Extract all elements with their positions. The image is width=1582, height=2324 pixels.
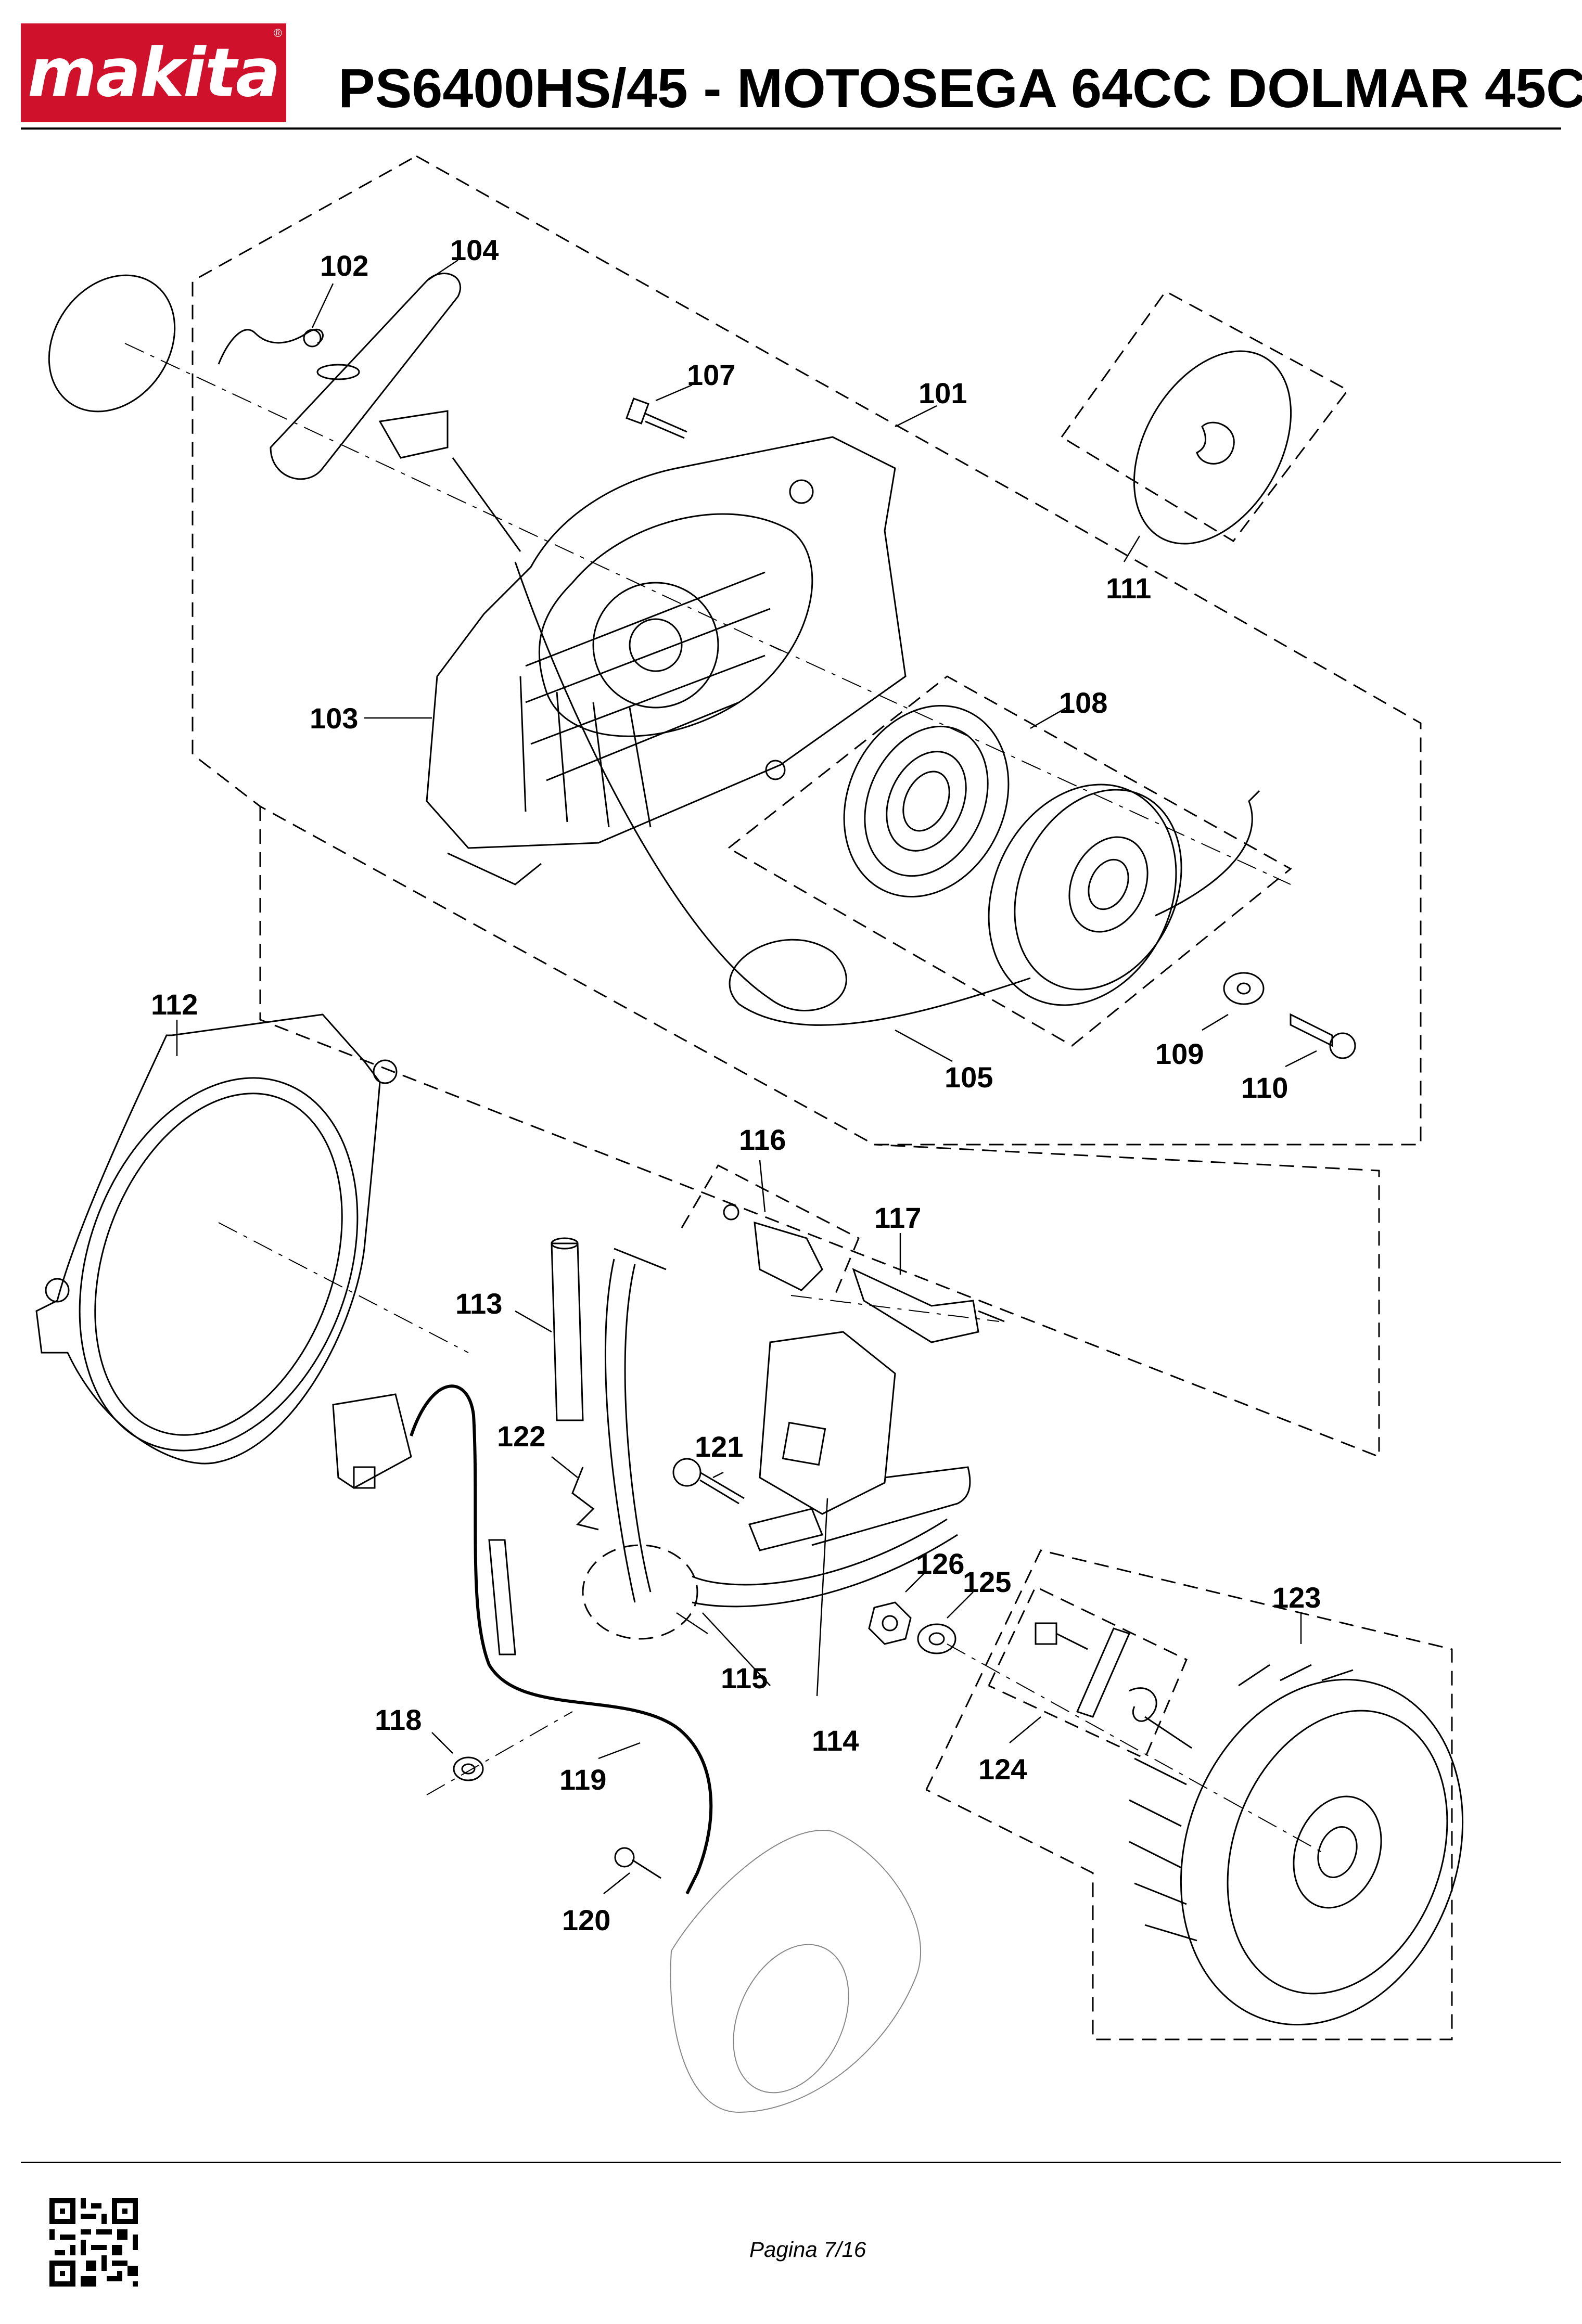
axis-lines bbox=[124, 343, 1322, 1853]
part-label-113: 113 bbox=[455, 1287, 502, 1320]
flywheel-nut-drawing bbox=[868, 1601, 912, 1645]
washer-drawing bbox=[1223, 972, 1265, 1005]
part-label-123: 123 bbox=[1272, 1581, 1321, 1614]
part-label-101: 101 bbox=[918, 377, 967, 409]
starter-grip-drawing bbox=[270, 273, 521, 552]
module-screw-drawing bbox=[672, 1458, 745, 1505]
cover-disc-drawing bbox=[1133, 350, 1292, 545]
part-label-102: 102 bbox=[320, 249, 368, 282]
housing-screw-drawing bbox=[626, 397, 687, 439]
pulley-group-boundary bbox=[728, 675, 1292, 1047]
disc-group-boundary bbox=[1061, 290, 1349, 542]
part-label-126: 126 bbox=[916, 1547, 964, 1580]
part-label-105: 105 bbox=[945, 1061, 993, 1094]
plug-group-boundary bbox=[681, 1164, 860, 1301]
clip-drawing bbox=[571, 1467, 599, 1531]
ignition-cable-drawing bbox=[604, 1248, 667, 1603]
wire-sleeve-drawing bbox=[488, 1539, 516, 1655]
pawl-assembly-drawing bbox=[1035, 1622, 1157, 1722]
part-label-112: 112 bbox=[151, 988, 198, 1021]
part-label-110: 110 bbox=[1241, 1071, 1288, 1104]
o-ring-drawing bbox=[48, 274, 176, 413]
part-label-111: 111 bbox=[1106, 572, 1151, 605]
part-label-120: 120 bbox=[562, 1904, 610, 1936]
ignition-detail-circle bbox=[582, 1544, 698, 1640]
starter-housing-drawing bbox=[426, 436, 907, 885]
part-labels: 101 102 103 104 105 107 108 109 110 111 … bbox=[151, 234, 1321, 1936]
part-label-107: 107 bbox=[687, 358, 735, 391]
rope-knot-drawing bbox=[218, 328, 324, 365]
rope-pulley-drawing bbox=[988, 784, 1182, 1006]
ground-screw-drawing bbox=[614, 1847, 661, 1879]
part-label-115: 115 bbox=[721, 1662, 768, 1694]
spark-plug-cap-drawing bbox=[723, 1204, 823, 1291]
starter-rope-drawing bbox=[514, 561, 1260, 1026]
header-divider bbox=[21, 127, 1561, 130]
spring-washer-drawing bbox=[917, 1623, 956, 1654]
crankcase-outline bbox=[670, 1830, 922, 2113]
short-circuit-wire-drawing bbox=[410, 1384, 713, 1895]
lower-group-boundary bbox=[259, 806, 1380, 1458]
part-label-108: 108 bbox=[1059, 686, 1107, 719]
grommet-drawing bbox=[453, 1756, 484, 1781]
footer-divider bbox=[21, 2162, 1561, 2163]
qr-code-icon bbox=[49, 2198, 138, 2287]
part-label-116: 116 bbox=[739, 1123, 786, 1156]
hose-drawing bbox=[551, 1237, 584, 1421]
part-label-118: 118 bbox=[375, 1703, 422, 1736]
part-label-103: 103 bbox=[310, 702, 358, 735]
part-label-104: 104 bbox=[450, 234, 499, 266]
page-number: Pagina 7/16 bbox=[749, 2237, 866, 2262]
part-label-125: 125 bbox=[963, 1565, 1011, 1598]
upper-group-boundary bbox=[192, 155, 1422, 1146]
part-label-119: 119 bbox=[559, 1763, 606, 1796]
part-label-109: 109 bbox=[1155, 1037, 1204, 1070]
part-label-121: 121 bbox=[695, 1430, 743, 1463]
ignition-module-drawing bbox=[692, 1331, 971, 1608]
fan-housing-drawing bbox=[35, 1013, 398, 1465]
part-label-117: 117 bbox=[874, 1201, 921, 1234]
part-label-122: 122 bbox=[497, 1420, 545, 1453]
flywheel-group-boundary bbox=[925, 1549, 1453, 2040]
logo-text: makita bbox=[27, 34, 280, 112]
leader-lines bbox=[176, 259, 1317, 1894]
flywheel-drawing bbox=[1129, 1664, 1464, 2026]
makita-logo: makita ® bbox=[21, 23, 286, 122]
registered-mark: ® bbox=[273, 27, 282, 40]
spark-plug-drawing bbox=[852, 1268, 1005, 1343]
rewind-spring-drawing bbox=[843, 705, 1010, 897]
switch-drawing bbox=[332, 1393, 412, 1489]
part-label-124: 124 bbox=[978, 1753, 1027, 1786]
page-header: makita ® PS6400HS/45 - MOTOSEGA 64CC DOL… bbox=[0, 0, 1582, 130]
page-title: PS6400HS/45 - MOTOSEGA 64CC DOLMAR 45CM bbox=[338, 58, 1582, 119]
pulley-screw-drawing bbox=[1290, 1013, 1356, 1059]
part-label-114: 114 bbox=[812, 1724, 859, 1757]
pawl-group-boundary bbox=[988, 1585, 1188, 1760]
